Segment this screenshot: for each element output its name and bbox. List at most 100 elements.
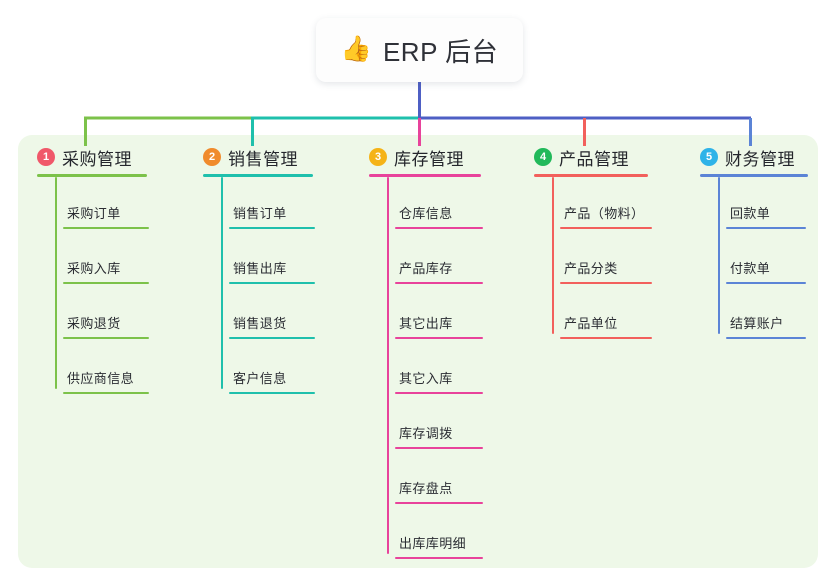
branch-item-label: 其它出库 xyxy=(399,316,453,331)
branch-item-label: 产品分类 xyxy=(564,261,618,276)
branch-spine xyxy=(55,177,57,389)
branch-column-4: 4 产品管理产品（物料） 产品分类产品单位 xyxy=(534,146,652,342)
branch-item[interactable]: 销售退货 xyxy=(203,287,315,342)
branch-item-underline xyxy=(229,282,315,284)
branch-item-underline xyxy=(63,282,149,284)
branch-spine xyxy=(221,177,223,389)
branch-item-list: 产品（物料） 产品分类产品单位 xyxy=(534,177,652,342)
branch-header-3[interactable]: 3 库存管理 xyxy=(369,146,481,169)
branch-item-underline xyxy=(726,227,806,229)
branch-title: 库存管理 xyxy=(394,149,464,169)
branch-item[interactable]: 付款单 xyxy=(700,232,808,287)
branch-title: 销售管理 xyxy=(228,149,298,169)
branch-item[interactable]: 产品（物料） xyxy=(534,177,652,232)
branch-item-label: 仓库信息 xyxy=(399,206,453,221)
branch-item[interactable]: 仓库信息 xyxy=(369,177,483,232)
branch-item-underline xyxy=(560,337,652,339)
branch-item-label: 客户信息 xyxy=(233,371,287,386)
branch-item[interactable]: 产品单位 xyxy=(534,287,652,342)
branch-item[interactable]: 采购订单 xyxy=(37,177,149,232)
branch-item-label: 供应商信息 xyxy=(67,371,135,386)
branch-item[interactable]: 销售出库 xyxy=(203,232,315,287)
branch-item[interactable]: 结算账户 xyxy=(700,287,808,342)
branch-index-badge: 3 xyxy=(369,148,387,166)
branch-title: 产品管理 xyxy=(559,149,629,169)
branch-item[interactable]: 销售订单 xyxy=(203,177,315,232)
branch-spine xyxy=(552,177,554,334)
branch-item-underline xyxy=(560,282,652,284)
branch-item-label: 其它入库 xyxy=(399,371,453,386)
branch-item-label: 销售出库 xyxy=(233,261,287,276)
branch-item-underline xyxy=(63,227,149,229)
branch-header-underline xyxy=(369,174,481,177)
branch-item-underline xyxy=(63,392,149,394)
branch-item-underline xyxy=(395,557,483,559)
branch-item[interactable]: 供应商信息 xyxy=(37,342,149,397)
branch-item-list: 采购订单采购入库采购退货供应商信息 xyxy=(37,177,149,397)
branch-item-underline xyxy=(229,392,315,394)
branch-item[interactable]: 产品分类 xyxy=(534,232,652,287)
branch-column-2: 2 销售管理销售订单销售出库销售退货客户信息 xyxy=(203,146,315,397)
branch-item[interactable]: 回款单 xyxy=(700,177,808,232)
branches-panel xyxy=(18,135,818,568)
branch-column-3: 3 库存管理仓库信息产品库存其它出库其它入库库存调拨库存盘点出库库明细 xyxy=(369,146,483,562)
branch-item-underline xyxy=(395,447,483,449)
branch-item-underline xyxy=(395,502,483,504)
branch-item-underline xyxy=(63,337,149,339)
branch-item-label: 产品（物料） xyxy=(564,206,645,221)
branch-item-underline xyxy=(229,337,315,339)
branch-item[interactable]: 采购入库 xyxy=(37,232,149,287)
branch-column-1: 1 采购管理采购订单采购入库采购退货供应商信息 xyxy=(37,146,149,397)
branch-item-underline xyxy=(395,337,483,339)
branch-item-list: 仓库信息产品库存其它出库其它入库库存调拨库存盘点出库库明细 xyxy=(369,177,483,562)
branch-item-label: 结算账户 xyxy=(730,316,784,331)
branch-index-badge: 2 xyxy=(203,148,221,166)
branch-spine xyxy=(387,177,389,554)
branch-item-label: 产品单位 xyxy=(564,316,618,331)
branch-item-label: 销售退货 xyxy=(233,316,287,331)
branch-index-badge: 1 xyxy=(37,148,55,166)
root-node[interactable]: 👍 ERP 后台 xyxy=(316,18,523,82)
branch-item[interactable]: 库存调拨 xyxy=(369,397,483,452)
branch-index-badge: 4 xyxy=(534,148,552,166)
branch-item-underline xyxy=(395,392,483,394)
branch-item-label: 出库库明细 xyxy=(399,536,467,551)
branch-header-4[interactable]: 4 产品管理 xyxy=(534,146,648,169)
branch-index-badge: 5 xyxy=(700,148,718,166)
branch-header-underline xyxy=(534,174,648,177)
branch-header-1[interactable]: 1 采购管理 xyxy=(37,146,147,169)
branch-header-underline xyxy=(37,174,147,177)
branch-item-list: 回款单付款单结算账户 xyxy=(700,177,808,342)
branch-item[interactable]: 客户信息 xyxy=(203,342,315,397)
root-node-label: ERP 后台 xyxy=(382,36,499,67)
branch-item[interactable]: 产品库存 xyxy=(369,232,483,287)
branch-item-label: 库存调拨 xyxy=(399,426,453,441)
thumbs-up-icon: 👍 xyxy=(340,34,372,63)
branch-header-underline xyxy=(700,174,808,177)
branch-header-2[interactable]: 2 销售管理 xyxy=(203,146,313,169)
branch-item[interactable]: 出库库明细 xyxy=(369,507,483,562)
branch-item-label: 库存盘点 xyxy=(399,481,453,496)
branch-column-5: 5 财务管理回款单付款单结算账户 xyxy=(700,146,808,342)
branch-item-label: 采购订单 xyxy=(67,206,121,221)
branch-title: 财务管理 xyxy=(725,149,795,169)
branch-header-5[interactable]: 5 财务管理 xyxy=(700,146,808,169)
branch-item-list: 销售订单销售出库销售退货客户信息 xyxy=(203,177,315,397)
branch-item-underline xyxy=(726,337,806,339)
branch-item[interactable]: 采购退货 xyxy=(37,287,149,342)
branch-item-label: 采购退货 xyxy=(67,316,121,331)
branch-item[interactable]: 其它出库 xyxy=(369,287,483,342)
branch-header-underline xyxy=(203,174,313,177)
branch-item-label: 产品库存 xyxy=(399,261,453,276)
branch-item-label: 回款单 xyxy=(730,206,771,221)
branch-item-underline xyxy=(395,282,483,284)
branch-spine xyxy=(718,177,720,334)
branch-item-label: 付款单 xyxy=(730,261,771,276)
branch-item[interactable]: 库存盘点 xyxy=(369,452,483,507)
branch-title: 采购管理 xyxy=(62,149,132,169)
branch-item-underline xyxy=(229,227,315,229)
branch-item[interactable]: 其它入库 xyxy=(369,342,483,397)
branch-item-underline xyxy=(395,227,483,229)
branch-item-label: 销售订单 xyxy=(233,206,287,221)
